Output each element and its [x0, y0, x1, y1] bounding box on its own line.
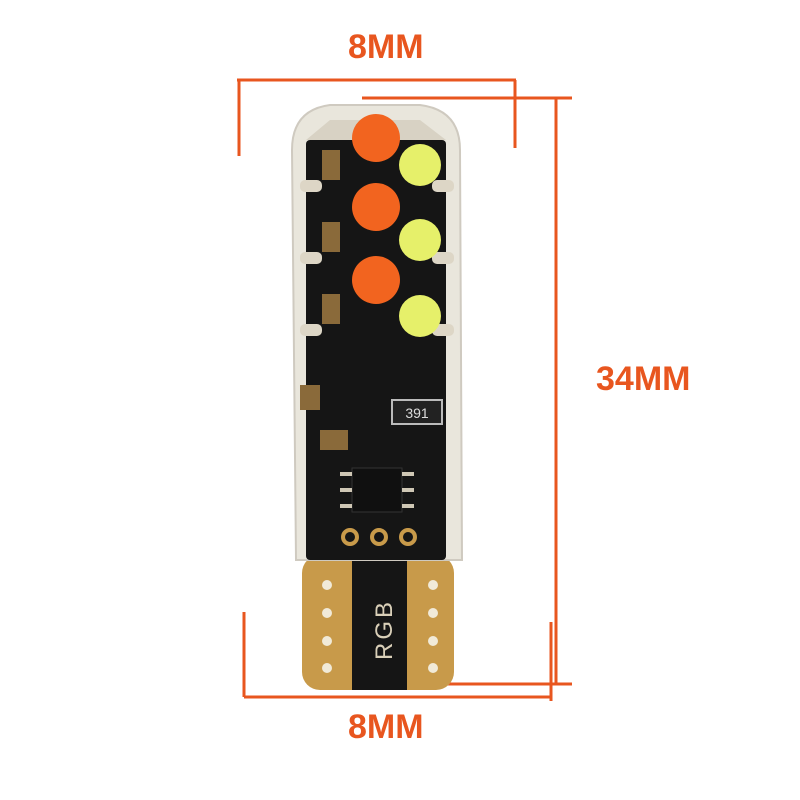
- solder-holes: [341, 528, 417, 546]
- chip-legs: [340, 472, 414, 508]
- base-center-strip: [352, 555, 407, 690]
- top-width-label: 8MM: [348, 28, 424, 66]
- bottom-width-label: 8MM: [348, 708, 424, 746]
- rgb-marking: RGB: [371, 599, 398, 660]
- led-orange-group: [352, 114, 400, 304]
- dimension-lines: [237, 78, 572, 701]
- base-contacts: [322, 580, 438, 673]
- led-yellow-group: [399, 144, 441, 337]
- resistor: [391, 399, 443, 425]
- chip: [351, 467, 403, 513]
- pcb-pads: [300, 150, 348, 450]
- height-label: 34MM: [596, 360, 691, 398]
- body-ribs: [300, 180, 454, 336]
- resistor-marking: 391: [405, 405, 429, 421]
